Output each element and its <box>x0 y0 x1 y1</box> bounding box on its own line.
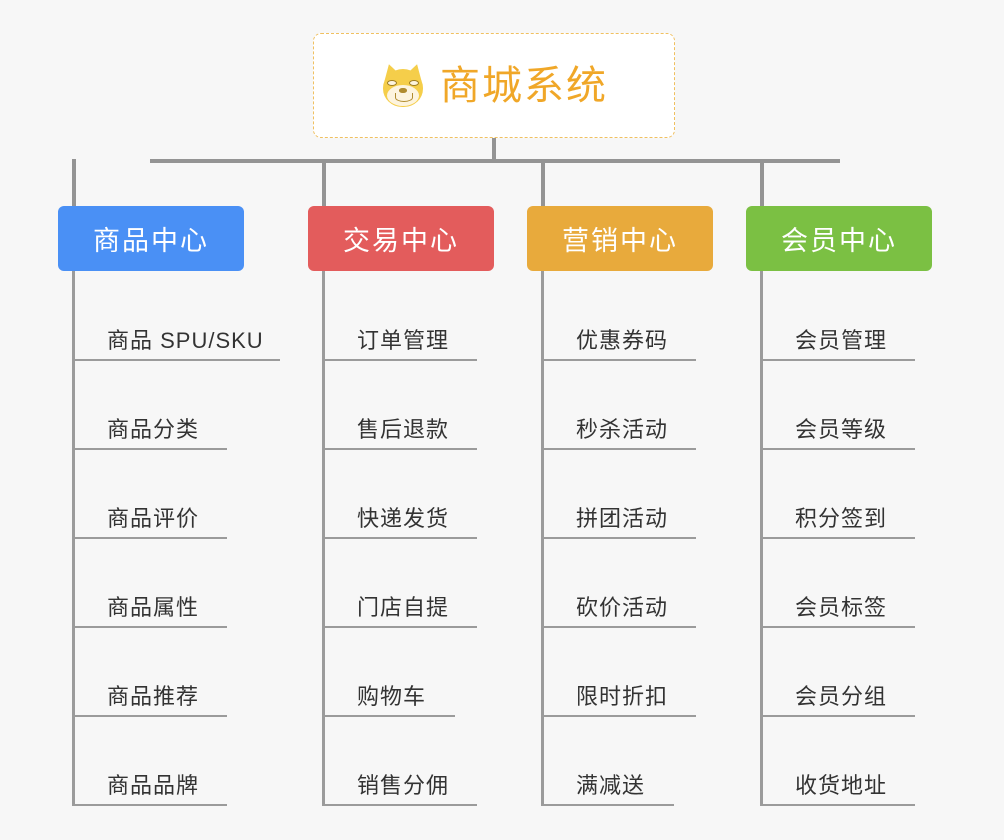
branch-items-3: 优惠券码秒杀活动拼团活动砍价活动限时折扣满减送 <box>541 271 713 806</box>
leaf-item-underline <box>760 448 915 450</box>
leaf-item[interactable]: 优惠券码 <box>544 271 713 360</box>
leaf-item-label: 快递发货 <box>357 506 450 531</box>
leaf-item[interactable]: 满减送 <box>544 716 713 805</box>
root-node[interactable]: 商城系统 <box>313 33 675 138</box>
leaf-item-label: 售后退款 <box>357 417 450 442</box>
leaf-item[interactable]: 快递发货 <box>325 449 494 538</box>
branch-header-label: 商品中心 <box>93 226 209 256</box>
leaf-item-label: 购物车 <box>357 684 427 709</box>
leaf-item[interactable]: 限时折扣 <box>544 627 713 716</box>
branch-items-4: 会员管理会员等级积分签到会员标签会员分组收货地址 <box>760 271 932 806</box>
branch-header-4[interactable]: 会员中心 <box>746 206 932 271</box>
leaf-item-underline <box>72 715 227 717</box>
leaf-item-label: 限时折扣 <box>576 684 669 709</box>
leaf-item-underline <box>760 626 915 628</box>
leaf-item[interactable]: 门店自提 <box>325 538 494 627</box>
leaf-item-underline <box>541 359 696 361</box>
leaf-item-label: 商品推荐 <box>107 684 200 709</box>
branch-header-2[interactable]: 交易中心 <box>308 206 494 271</box>
leaf-item[interactable]: 会员分组 <box>763 627 932 716</box>
leaf-item[interactable]: 商品推荐 <box>75 627 264 716</box>
leaf-item-label: 销售分佣 <box>357 773 450 798</box>
leaf-item-label: 商品 SPU/SKU <box>107 328 264 353</box>
leaf-item-underline <box>72 626 227 628</box>
connector-drop-4 <box>760 159 764 206</box>
leaf-item-underline <box>760 537 915 539</box>
leaf-item-label: 砍价活动 <box>576 595 669 620</box>
leaf-item-underline <box>760 715 915 717</box>
leaf-item-label: 商品分类 <box>107 417 200 442</box>
leaf-item[interactable]: 销售分佣 <box>325 716 494 805</box>
leaf-item-underline <box>322 715 455 717</box>
leaf-item[interactable]: 售后退款 <box>325 360 494 449</box>
leaf-item[interactable]: 拼团活动 <box>544 449 713 538</box>
connector-drop-3 <box>541 159 545 206</box>
leaf-item-underline <box>760 804 915 806</box>
root-node-label: 商城系统 <box>440 63 608 108</box>
leaf-item[interactable]: 收货地址 <box>763 716 932 805</box>
leaf-item-underline <box>541 804 674 806</box>
leaf-item-underline <box>72 804 227 806</box>
leaf-item-label: 优惠券码 <box>576 328 669 353</box>
leaf-item[interactable]: 秒杀活动 <box>544 360 713 449</box>
leaf-item-underline <box>72 537 227 539</box>
branch-items-1: 商品 SPU/SKU 商品分类商品评价商品属性商品推荐商品品牌 <box>72 271 280 806</box>
leaf-item-underline <box>72 448 227 450</box>
leaf-item[interactable]: 商品品牌 <box>75 716 264 805</box>
leaf-item-label: 商品评价 <box>107 506 200 531</box>
leaf-item[interactable]: 商品分类 <box>75 360 264 449</box>
leaf-item-label: 拼团活动 <box>576 506 669 531</box>
branch-header-label: 交易中心 <box>343 226 459 256</box>
leaf-item-underline <box>322 626 477 628</box>
leaf-item-label: 收货地址 <box>795 773 888 798</box>
leaf-item[interactable]: 商品评价 <box>75 449 264 538</box>
branch-column-4: 会员中心会员管理会员等级积分签到会员标签会员分组收货地址 <box>746 206 932 806</box>
branch-header-label: 会员中心 <box>781 226 897 256</box>
leaf-item-label: 会员管理 <box>795 328 888 353</box>
leaf-item-label: 会员等级 <box>795 417 888 442</box>
connector-drop-1 <box>72 159 76 206</box>
leaf-item-underline <box>541 715 696 717</box>
leaf-item-underline <box>322 804 477 806</box>
leaf-item-underline <box>541 626 696 628</box>
connector-drop-2 <box>322 159 326 206</box>
leaf-item[interactable]: 会员标签 <box>763 538 932 627</box>
connector-stem <box>492 138 496 162</box>
leaf-item-label: 门店自提 <box>357 595 450 620</box>
connector-horizontal-bar <box>150 159 840 163</box>
leaf-item-underline <box>72 359 280 361</box>
leaf-item[interactable]: 购物车 <box>325 627 494 716</box>
branch-column-1: 商品中心商品 SPU/SKU 商品分类商品评价商品属性商品推荐商品品牌 <box>58 206 280 806</box>
leaf-item-underline <box>760 359 915 361</box>
leaf-item-label: 订单管理 <box>357 328 450 353</box>
leaf-item-underline <box>322 448 477 450</box>
leaf-item[interactable]: 商品属性 <box>75 538 264 627</box>
leaf-item-label: 积分签到 <box>795 506 888 531</box>
branch-column-2: 交易中心订单管理售后退款快递发货门店自提购物车销售分佣 <box>308 206 494 806</box>
leaf-item-underline <box>322 537 477 539</box>
leaf-item[interactable]: 商品 SPU/SKU <box>75 271 264 360</box>
leaf-item-underline <box>322 359 477 361</box>
leaf-item[interactable]: 砍价活动 <box>544 538 713 627</box>
branch-header-label: 营销中心 <box>562 226 678 256</box>
leaf-item-label: 商品品牌 <box>107 773 200 798</box>
leaf-item-label: 秒杀活动 <box>576 417 669 442</box>
branch-header-1[interactable]: 商品中心 <box>58 206 244 271</box>
branch-header-3[interactable]: 营销中心 <box>527 206 713 271</box>
leaf-item-label: 会员分组 <box>795 684 888 709</box>
branch-items-2: 订单管理售后退款快递发货门店自提购物车销售分佣 <box>322 271 494 806</box>
leaf-item-label: 满减送 <box>576 773 646 798</box>
leaf-item[interactable]: 订单管理 <box>325 271 494 360</box>
leaf-item[interactable]: 会员等级 <box>763 360 932 449</box>
leaf-item-underline <box>541 448 696 450</box>
leaf-item[interactable]: 积分签到 <box>763 449 932 538</box>
leaf-item[interactable]: 会员管理 <box>763 271 932 360</box>
leaf-item-label: 会员标签 <box>795 595 888 620</box>
leaf-item-underline <box>541 537 696 539</box>
shiba-dog-face-icon <box>380 61 426 109</box>
branch-column-3: 营销中心优惠券码秒杀活动拼团活动砍价活动限时折扣满减送 <box>527 206 713 806</box>
leaf-item-label: 商品属性 <box>107 595 200 620</box>
